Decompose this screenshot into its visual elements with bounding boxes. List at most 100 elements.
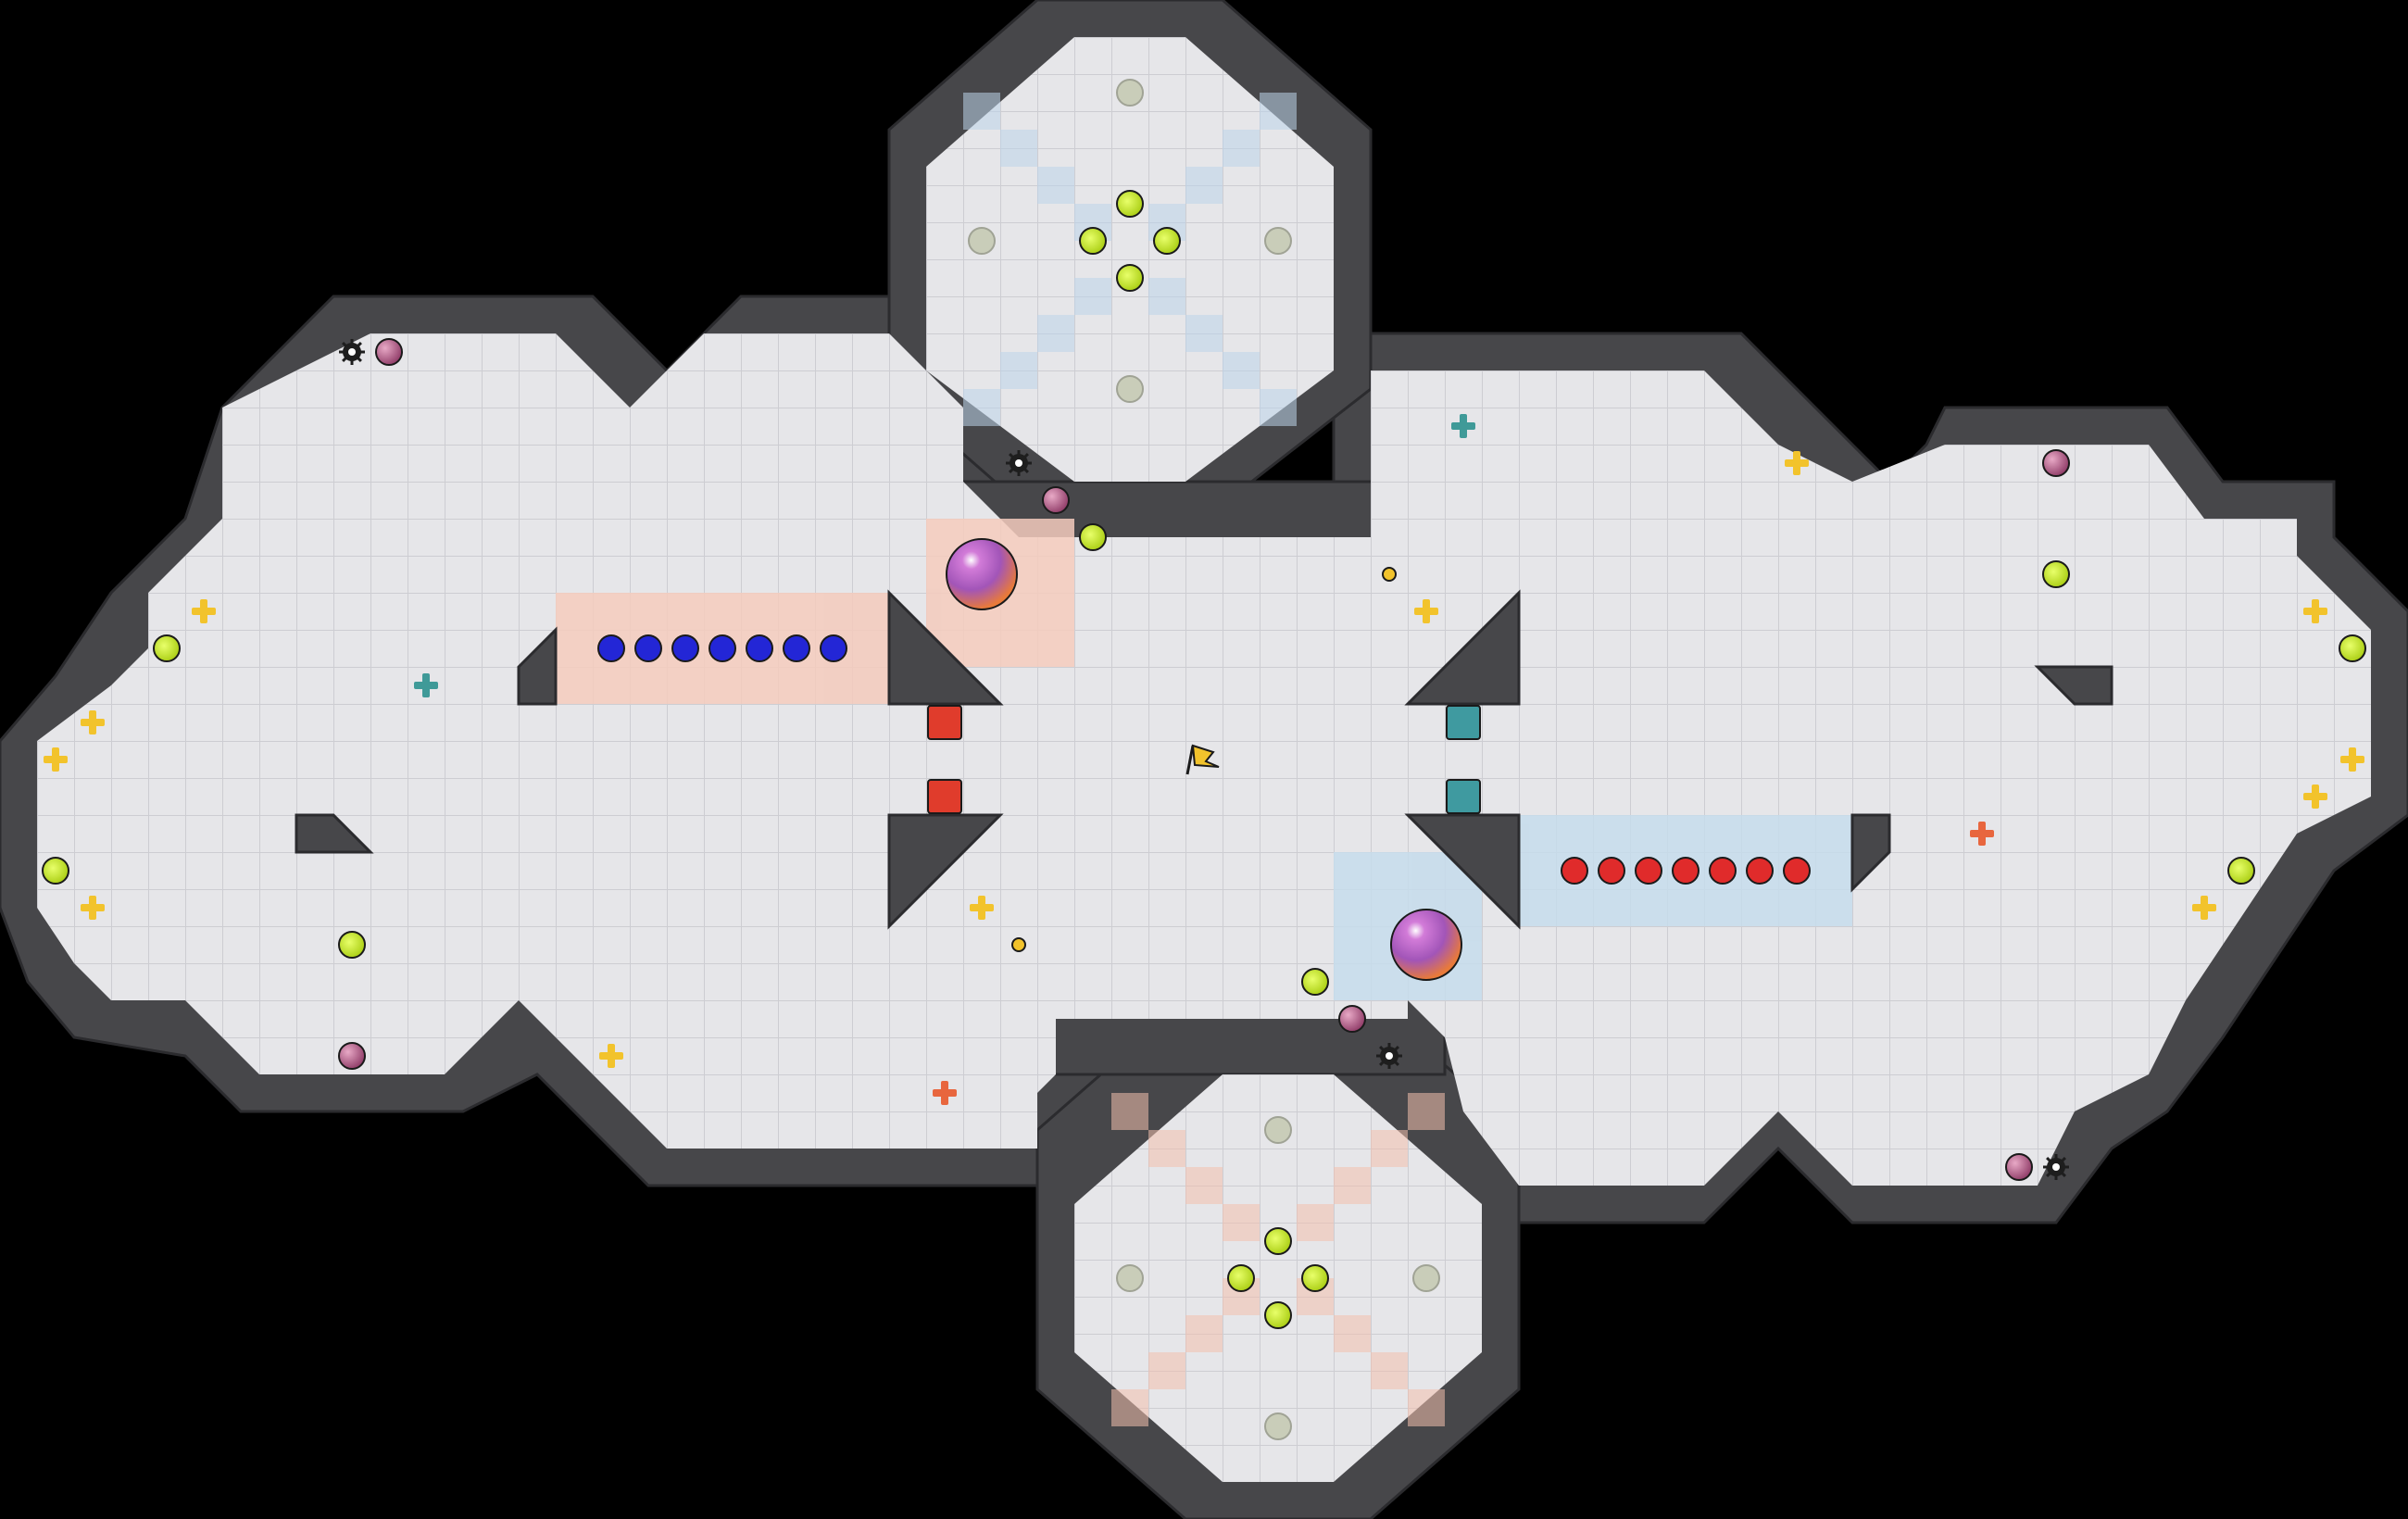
powerup-icon xyxy=(2227,857,2255,885)
inactive-powerup-icon xyxy=(1116,79,1144,107)
powerup-icon xyxy=(2339,634,2366,662)
inactive-powerup-icon xyxy=(1264,1412,1292,1440)
checker-tile xyxy=(1185,315,1223,352)
boost-icon xyxy=(1414,599,1438,623)
room-checker-patterns xyxy=(963,93,1445,1426)
blue-team-ball xyxy=(709,634,736,662)
portal-icon xyxy=(946,538,1018,610)
blue-team-ball xyxy=(783,634,810,662)
boost-icon xyxy=(1970,822,1994,846)
powerup-icon xyxy=(1227,1264,1255,1292)
checker-tile xyxy=(1297,1204,1334,1241)
checker-tile xyxy=(1371,1130,1408,1167)
boost-v xyxy=(200,599,207,623)
bomb-icon xyxy=(2042,449,2070,477)
red-team-ball xyxy=(1672,857,1699,885)
inactive-powerup-icon xyxy=(1412,1264,1440,1292)
boost-v xyxy=(2312,599,2319,623)
powerup-icon xyxy=(1264,1301,1292,1329)
bomb-icon xyxy=(1338,1005,1366,1033)
spike-core xyxy=(2052,1163,2060,1171)
checker-tile xyxy=(1148,278,1185,315)
checker-tile xyxy=(1185,1315,1223,1352)
checker-tile xyxy=(1371,1352,1408,1389)
boost-v xyxy=(978,896,985,920)
blue-gate xyxy=(1446,705,1481,740)
blue-gate xyxy=(1446,779,1481,814)
boost-icon xyxy=(414,673,438,697)
boost-v xyxy=(2201,896,2208,920)
inactive-powerup-icon xyxy=(968,227,996,255)
boost-v xyxy=(1978,822,1986,846)
checker-tile xyxy=(1185,167,1223,204)
wall-left-lower-wedge xyxy=(887,813,1004,930)
blue-team-ball xyxy=(597,634,625,662)
blue-team-ball xyxy=(746,634,773,662)
spike-icon xyxy=(1376,1043,1402,1069)
checker-tile xyxy=(963,389,1000,426)
powerup-icon xyxy=(153,634,181,662)
red-team-ball xyxy=(1709,857,1737,885)
powerup-icon xyxy=(2042,560,2070,588)
boost-v xyxy=(608,1044,615,1068)
wall-right-ledge xyxy=(2034,665,2113,706)
inactive-powerup-icon xyxy=(1264,1116,1292,1144)
wall-right-lower-wedge xyxy=(1404,813,1521,930)
checker-tile xyxy=(1148,1352,1185,1389)
boost-v xyxy=(1423,599,1430,623)
flag-icon xyxy=(1185,744,1220,775)
wall-left-ledge xyxy=(295,813,374,854)
powerup-icon xyxy=(1079,227,1107,255)
powerup-icon xyxy=(1153,227,1181,255)
checker-tile xyxy=(1334,1315,1371,1352)
spike-core xyxy=(348,348,356,356)
powerup-icon xyxy=(42,857,69,885)
bomb-icon xyxy=(2005,1153,2033,1181)
blue-team-ball xyxy=(820,634,847,662)
checker-tile xyxy=(1408,1389,1445,1426)
boost-icon xyxy=(2340,747,2364,772)
spike-core xyxy=(1015,459,1022,467)
bomb-icon xyxy=(375,338,403,366)
boost-v xyxy=(2312,785,2319,809)
red-gate xyxy=(927,779,962,814)
boost-v xyxy=(52,747,59,772)
small-token-icon xyxy=(1382,567,1397,582)
boost-icon xyxy=(2192,896,2216,920)
boost-v xyxy=(89,896,96,920)
floor xyxy=(37,37,2371,1482)
boost-v xyxy=(89,710,96,734)
powerup-icon xyxy=(338,931,366,959)
floor-right-hall xyxy=(1371,370,2371,1186)
blue-team-ball xyxy=(671,634,699,662)
bomb-icon xyxy=(338,1042,366,1070)
red-team-ball xyxy=(1783,857,1811,885)
checker-tile xyxy=(1148,1130,1185,1167)
boost-icon xyxy=(599,1044,623,1068)
wall-left-upper-wedge xyxy=(887,589,1004,706)
boost-icon xyxy=(2303,599,2327,623)
boost-v xyxy=(422,673,430,697)
spike-core xyxy=(1386,1052,1393,1060)
checker-tile xyxy=(1111,1093,1148,1130)
checker-tile xyxy=(1408,1093,1445,1130)
powerup-icon xyxy=(1116,264,1144,292)
small-token-icon xyxy=(1011,937,1026,952)
powerup-icon xyxy=(1264,1227,1292,1255)
checker-tile xyxy=(1334,1167,1371,1204)
checker-tile xyxy=(1223,130,1260,167)
checker-tile xyxy=(1074,278,1111,315)
inactive-powerup-icon xyxy=(1264,227,1292,255)
checker-tile xyxy=(1111,1389,1148,1426)
wall-left-notch xyxy=(517,626,558,706)
boost-v xyxy=(1460,414,1467,438)
powerup-icon xyxy=(1301,968,1329,996)
boost-icon xyxy=(81,710,105,734)
inner-walls xyxy=(295,589,2113,930)
checker-tile xyxy=(963,93,1000,130)
red-gate xyxy=(927,705,962,740)
spike-icon xyxy=(1006,450,1032,476)
checker-tile xyxy=(1037,167,1074,204)
boost-v xyxy=(1793,451,1800,475)
powerup-icon xyxy=(1116,190,1144,218)
